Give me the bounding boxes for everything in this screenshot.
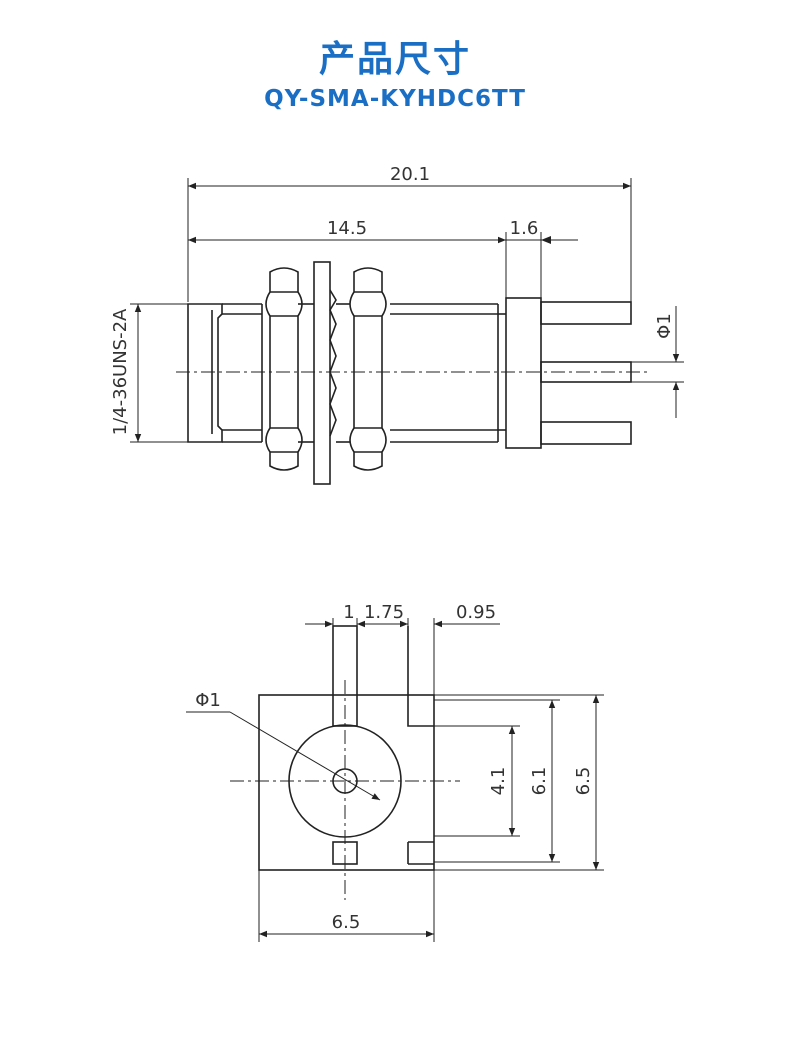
dim-top-a: 1 [343, 602, 354, 623]
dim-thread: 1/4-36UNS-2A [110, 308, 131, 435]
dim-flange: 1.6 [510, 218, 539, 239]
dim-v-mid: 6.1 [529, 767, 550, 796]
front-view: Φ1 1 1.75 0.95 4.1 6.1 6.5 6.5 [186, 602, 604, 942]
dim-body-length: 14.5 [327, 218, 367, 239]
dim-pin-front: Φ1 [195, 690, 221, 711]
dim-v-outer: 6.5 [573, 767, 594, 796]
dim-overall-length: 20.1 [390, 164, 430, 185]
dim-pin-side: Φ1 [654, 313, 675, 339]
page-title: 产品尺寸 [318, 39, 471, 80]
dim-top-b: 1.75 [364, 602, 404, 623]
dim-top-c: 0.95 [456, 602, 496, 623]
dim-width: 6.5 [332, 912, 361, 933]
side-view: 20.1 14.5 1.6 1/4-36UNS-2A [110, 164, 684, 485]
front-view-outline [258, 694, 435, 871]
model-number: QY-SMA-KYHDC6TT [264, 86, 526, 112]
dim-v-inner: 4.1 [488, 767, 509, 796]
